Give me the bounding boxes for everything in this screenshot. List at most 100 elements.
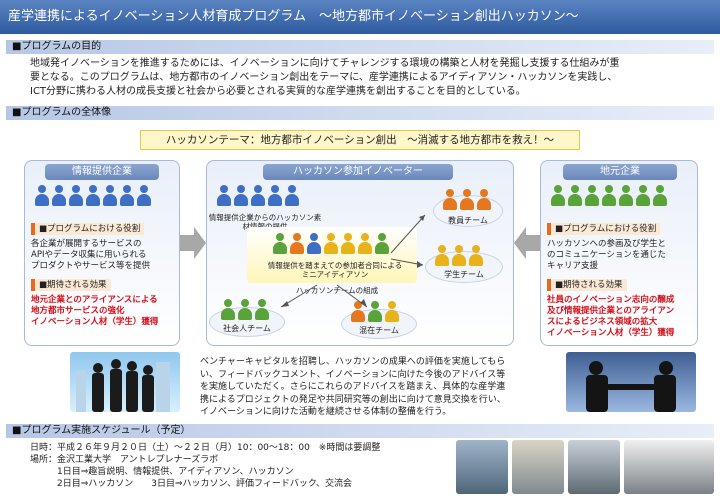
venue-photo-1 <box>456 440 508 494</box>
person-icon <box>469 245 483 267</box>
person-icon <box>585 185 599 207</box>
person-icon <box>385 301 399 323</box>
person-icon <box>268 185 282 207</box>
left-effect-tag: ■期待される効果 <box>31 279 111 291</box>
mixed-people-center <box>273 233 389 255</box>
purpose-text: 地域発イノベーションを推進するためには、イノベーションに向けてチャレンジする環境… <box>30 57 702 99</box>
person-icon <box>217 185 231 207</box>
venue-photo-3 <box>568 440 620 494</box>
worker-people <box>221 299 269 321</box>
person-icon <box>602 185 616 207</box>
team-mixed-label: 混在チーム <box>359 326 399 335</box>
desc-line: ベンチャーキャピタルを招聘し、ハッカソンの成果への評価を実施してもら <box>200 357 506 367</box>
right-effect-line: 社員のイノベーション志向の醸成 <box>547 295 675 305</box>
schedule-line: 日時：平成２６年９月２０日（土）～２２日（月）10：00～18：00 ※時間は要… <box>30 443 381 453</box>
person-icon <box>375 233 389 255</box>
right-role-tag: ■プログラムにおける役割 <box>547 223 661 235</box>
person-icon <box>69 185 83 207</box>
schedule-line: 場所：金沢工業大学 アントレプレナーズラボ <box>30 455 219 465</box>
right-effect-line: スによるビジネス領域の拡大 <box>547 317 658 327</box>
right-effect-line: 及び情報提供企業とのアライアン <box>547 306 675 316</box>
person-icon <box>35 185 49 207</box>
purpose-line: 要となる。このプログラムは、地方都市のイノベーション創出をテーマに、産学連携によ… <box>30 72 618 83</box>
person-icon <box>273 233 287 255</box>
person-icon <box>221 299 235 321</box>
person-icon <box>477 189 491 211</box>
label-mini-ideathon: 情報提供を踏まえての参加者合同によるミニアイディアソン <box>267 261 403 279</box>
team-worker-label: 社会人チーム <box>223 324 271 333</box>
person-icon <box>351 301 365 323</box>
handshake-image <box>566 352 696 412</box>
person-icon <box>551 185 565 207</box>
desc-line: を実施していただく。さらにこれらのアドバイスを踏まえ、具体的な産学連 <box>200 382 506 392</box>
right-effect-line: イノベーション人材（学生）獲得 <box>547 328 675 338</box>
person-icon <box>619 185 633 207</box>
schedule-text: 日時：平成２６年９月２０日（土）～２２日（月）10：00～18：00 ※時間は要… <box>30 442 450 490</box>
silhouettes-icon <box>76 359 170 412</box>
person-icon <box>443 189 457 211</box>
right-role-text: ハッカソンへの参画及び学生と のコミュニケーションを通じた キャリア支援 <box>547 239 666 272</box>
page-title: 産学連携によるイノベーション人材育成プログラム ～地方都市イノベーション創出ハッ… <box>0 0 720 34</box>
label-team-formation: ハッカソンチームの組成 <box>295 286 379 295</box>
section-schedule-heading: ■プログラム実施スケジュール（予定） <box>6 424 714 438</box>
schedule-line: 1日目⇒趣旨説明、情報提供、アイディアソン、ハッカソン <box>30 467 294 477</box>
handshake-icon <box>586 361 676 412</box>
person-icon <box>368 301 382 323</box>
hackathon-theme: ハッカソンテーマ：地方都市イノベーション創出 ～消滅する地方都市を救え！～ <box>140 130 580 150</box>
right-role-line: ハッカソンへの参画及び学生と <box>547 239 667 249</box>
left-effect-line: イノベーション人材（学生）獲得 <box>31 317 159 327</box>
person-icon <box>120 185 134 207</box>
business-people-image <box>70 352 180 412</box>
person-icon <box>435 245 449 267</box>
person-icon <box>324 233 338 255</box>
venue-photo-2 <box>512 440 564 494</box>
left-effect-line: 地方都市サービスの強化 <box>31 306 125 316</box>
person-icon <box>137 185 151 207</box>
person-icon <box>452 245 466 267</box>
mixed-team-people <box>351 301 399 323</box>
right-role-line: のコミュニケーションを通じた <box>547 250 666 260</box>
person-icon <box>103 185 117 207</box>
left-role-tag: ■プログラムにおける役割 <box>31 223 145 235</box>
right-effect-tag: ■期待される効果 <box>547 279 627 291</box>
arrow-right-icon <box>180 227 206 259</box>
left-effect-line: 地元企業とのアライアンスによる <box>31 295 158 305</box>
person-icon <box>358 233 372 255</box>
desc-line: 携によるプロジェクトの発足や共同研究等の創出に向けて意見交換を行い、 <box>200 394 506 405</box>
info-provider-head: 情報提供企業 <box>45 164 159 180</box>
section-overview-heading: ■プログラムの全体像 <box>6 106 714 120</box>
person-icon <box>234 185 248 207</box>
person-icon <box>307 233 321 255</box>
left-role-line: APIやデータ収集に用いられる <box>31 250 147 260</box>
person-icon <box>86 185 100 207</box>
left-role-line: プロダクトやサービス等を提供 <box>31 261 151 271</box>
local-company-people <box>551 185 667 207</box>
provider-people-center <box>217 185 299 207</box>
person-icon <box>255 299 269 321</box>
desc-line: イノベーションに向けた活動を継続させる体制の整備を行う。 <box>200 407 452 417</box>
student-people <box>435 245 483 267</box>
person-icon <box>636 185 650 207</box>
team-faculty-label: 教員チーム <box>448 216 488 225</box>
local-company-head: 地元企業 <box>563 164 677 180</box>
person-icon <box>251 185 265 207</box>
person-icon <box>238 299 252 321</box>
left-role-text: 各企業が展開するサービスの APIやデータ収集に用いられる プロダクトやサービス… <box>31 239 150 272</box>
person-icon <box>460 189 474 211</box>
desc-line: い、フィードバックコメント、イノベーションに向けた今後のアドバイス等 <box>200 369 506 380</box>
team-student-label: 学生チーム <box>444 270 484 279</box>
right-effect-text: 社員のイノベーション志向の醸成 及び情報提供企業とのアライアン スによるビジネス… <box>547 295 674 339</box>
left-role-line: 各企業が展開するサービスの <box>31 239 142 249</box>
info-provider-people <box>35 185 151 207</box>
person-icon <box>52 185 66 207</box>
arrow-left-icon <box>514 227 540 259</box>
venue-photo-4 <box>624 440 714 494</box>
person-icon <box>568 185 582 207</box>
right-role-line: キャリア支援 <box>547 261 599 271</box>
person-icon <box>341 233 355 255</box>
label-info-provision: 情報提供企業からのハッカソン素材情報の提供 <box>208 213 322 231</box>
section-purpose-heading: ■プログラムの目的 <box>6 40 714 54</box>
person-icon <box>290 233 304 255</box>
info-provider-box: 情報提供企業 ■プログラムにおける役割 各企業が展開するサービスの APIやデー… <box>24 160 180 346</box>
